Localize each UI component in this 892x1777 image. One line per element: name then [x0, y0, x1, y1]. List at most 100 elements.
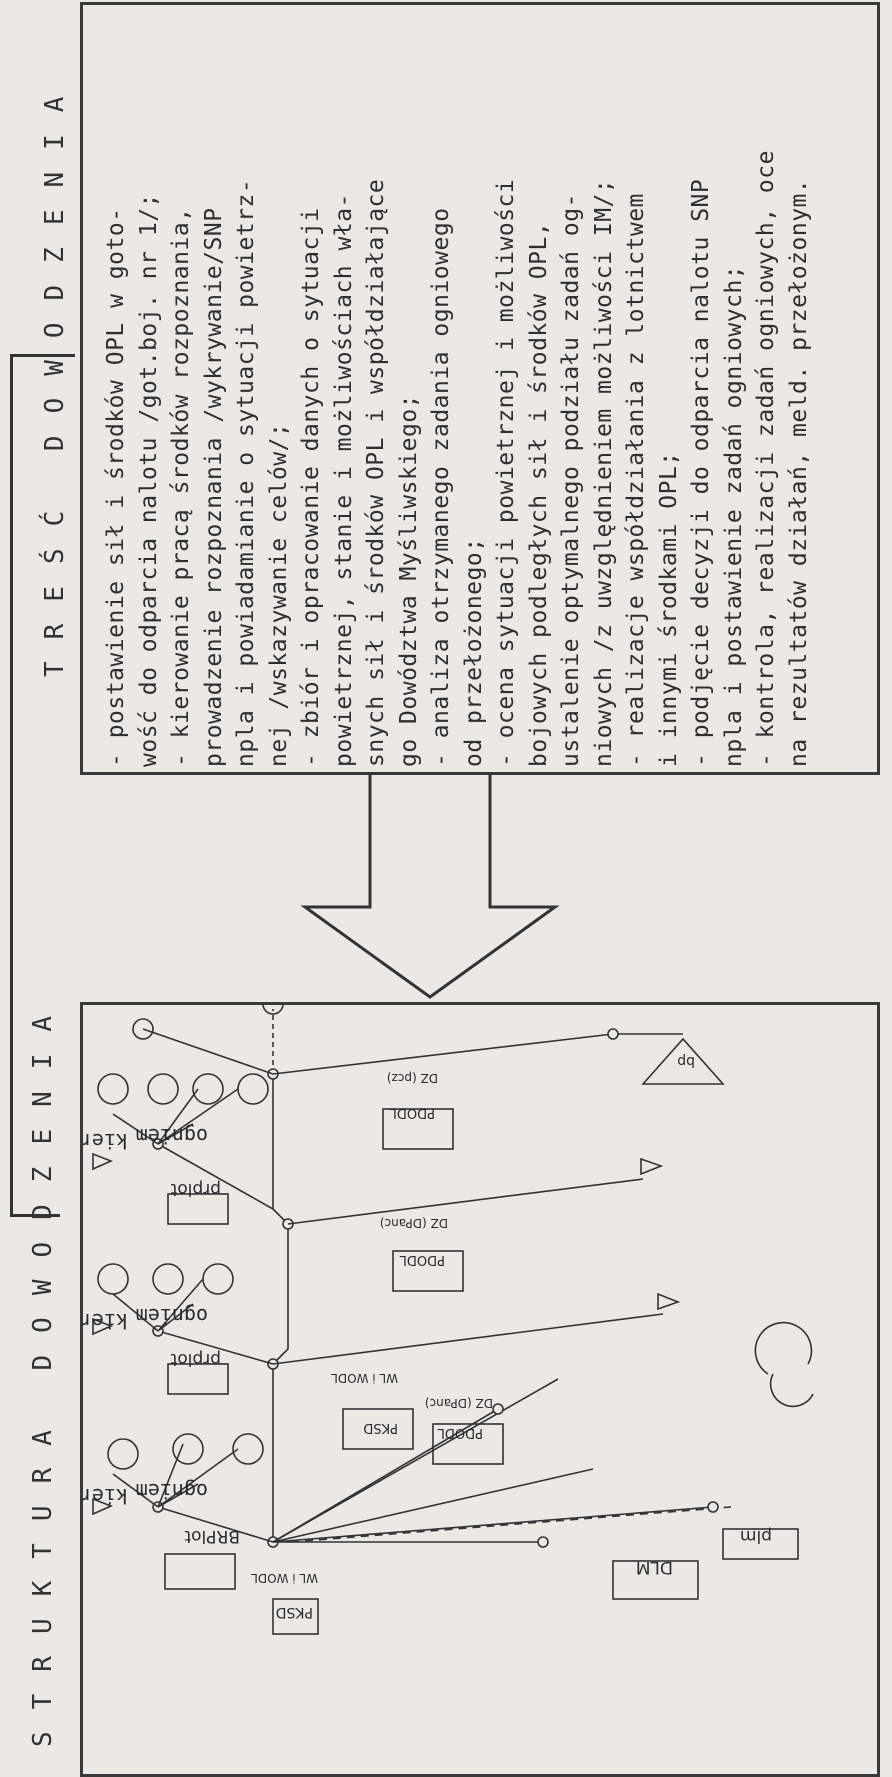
connector	[157, 1278, 204, 1332]
connector	[157, 1443, 184, 1508]
connector	[142, 1028, 274, 1075]
content-line: powietrznej, stanie i możliwościach wła-	[330, 193, 357, 767]
connector	[157, 1088, 199, 1145]
content-line: go Dowództwa Myśliwskiego;	[395, 393, 422, 767]
content-line: snych sił i środków OPL i współdziałając…	[363, 178, 389, 767]
pksd-mid-box	[342, 1408, 414, 1450]
command-structure-diagram: BRPlot prplot prplot DLM plm PKSD WL i W…	[83, 1005, 814, 1635]
connector	[157, 1506, 274, 1543]
dlm-box	[612, 1560, 699, 1600]
content-line: - podjęcie decyzji do odparcia nalotu SN…	[688, 178, 714, 767]
connector	[157, 1303, 194, 1332]
connector	[287, 1178, 644, 1225]
node	[607, 1028, 619, 1040]
content-line: prowadzenie rozpoznania /wykrywanie/SNP	[200, 207, 227, 767]
prplot-box-1	[167, 1363, 229, 1395]
dlm-label: DLM	[636, 1557, 673, 1577]
connector	[112, 1473, 159, 1508]
wl-top-label: WL i WODL	[251, 1571, 318, 1585]
content-line: niowych /z uwzględnieniem możliwości IM/…	[590, 178, 617, 767]
plm-box	[722, 1528, 799, 1560]
antenna-icon	[92, 1152, 114, 1171]
brplot-label: BRPlot	[184, 1526, 240, 1546]
structure-title: STRUKTURA DOWODZENIA	[28, 993, 58, 1747]
fire-unit-icon	[147, 1073, 179, 1105]
kier-label-3: kier.	[83, 1129, 128, 1153]
content-line: - zbiór i opracowanie danych o sytuacji	[298, 207, 324, 767]
bracket-line	[10, 1214, 60, 1217]
ogniem-label-1: ogniem	[136, 1479, 208, 1503]
dz-mid-label: DZ (DPanc)	[380, 1216, 448, 1230]
radar-symbol	[262, 1005, 284, 1015]
content-line: - analiza otrzymanego zadania ogniowego	[428, 207, 454, 767]
pksd-top-label: PKSD	[276, 1604, 313, 1620]
fire-unit-icon	[97, 1263, 129, 1295]
connector	[112, 1293, 159, 1332]
kier-label-2: kier.	[83, 1309, 128, 1333]
pdodl-mid-label: PDODL	[399, 1252, 445, 1267]
prplot-label-1: prplot	[170, 1349, 221, 1369]
content-line: od przełożonego;	[460, 537, 487, 767]
connector	[157, 1483, 199, 1508]
antenna-icon	[92, 1497, 114, 1516]
content-line: ustalenie optymalnego podziału zadań og-	[558, 193, 584, 767]
content-line: na rezultatów działań, meld. przełożonym…	[785, 178, 812, 767]
node	[537, 1536, 549, 1548]
connector	[272, 1313, 664, 1365]
ogniem-label-2: ogniem	[136, 1304, 208, 1328]
content-title: TREŚĆ DOWODZENIA	[40, 74, 70, 677]
content-line: - kontrola, realizacji zadań ogniowych, …	[753, 150, 779, 767]
content-line: - postawienie sił i środków OPL w goto-	[103, 207, 129, 767]
content-line: npla i postawienie zadań ogniowych;	[720, 264, 747, 767]
fire-unit-icon	[107, 1438, 139, 1470]
pdodl-top-label: PDODL	[437, 1425, 483, 1440]
prplot-label-2: prplot	[170, 1179, 221, 1199]
ogniem-label-3: ogniem	[136, 1124, 208, 1148]
content-line: nej /wskazywanie celów/;	[265, 422, 292, 767]
node	[707, 1501, 719, 1513]
fire-unit-icon	[97, 1073, 129, 1105]
wl-mid-label: WL i WODL	[331, 1371, 398, 1385]
arrow-shape	[300, 772, 560, 999]
content-line: - realizacje współdziałania z lotnictwem	[623, 193, 649, 767]
content-line: - kierowanie pracą środków rozpoznania,	[168, 207, 194, 767]
plm-label: plm	[740, 1526, 772, 1546]
connector	[157, 1448, 239, 1508]
content-line: i innymi środkami OPL;	[655, 451, 682, 767]
fire-unit-icon	[202, 1263, 234, 1295]
pdodl-top-box	[432, 1423, 504, 1465]
connector	[272, 1408, 499, 1543]
connector	[290, 1506, 732, 1543]
fire-unit-icon	[172, 1433, 204, 1465]
content-line: - ocena sytuacji powietrznej i możliwośc…	[493, 178, 519, 767]
dz-bot-label: DZ (pcz)	[387, 1071, 438, 1085]
connector	[272, 1033, 614, 1075]
connector	[157, 1143, 274, 1210]
aircraft-loop-icon	[754, 1321, 814, 1408]
pdodl-bot-box	[382, 1108, 454, 1150]
pksd-mid-label: PKSD	[363, 1420, 398, 1435]
main-command-line	[272, 1074, 289, 1544]
bp-label: bp	[677, 1053, 695, 1069]
fire-unit-icon	[192, 1073, 224, 1105]
content-line: bojowych podległych sił i środków OPL,	[525, 221, 552, 767]
antenna-icon	[657, 1292, 681, 1311]
connector	[157, 1330, 274, 1365]
antenna-icon	[92, 1317, 114, 1336]
connector	[157, 1088, 239, 1145]
pksd-top-box	[272, 1598, 319, 1635]
antenna-icon	[640, 1157, 664, 1176]
kier-label-1: kier.	[83, 1484, 128, 1508]
prplot-box-2	[167, 1193, 229, 1225]
content-text: - postawienie sił i środków OPL w goto- …	[100, 7, 815, 767]
radar-symbol	[132, 1018, 154, 1040]
content-line: wość do odparcia nalotu /got.boj. nr 1/;	[135, 193, 162, 767]
connector	[272, 1468, 594, 1543]
bp-triangle-icon	[641, 1037, 725, 1085]
content-line: npla i powiadamianie o sytuacji powietrz…	[233, 178, 259, 767]
brplot-box	[164, 1553, 236, 1590]
connector	[112, 1113, 159, 1145]
bracket-line-horizontal	[10, 357, 13, 1217]
